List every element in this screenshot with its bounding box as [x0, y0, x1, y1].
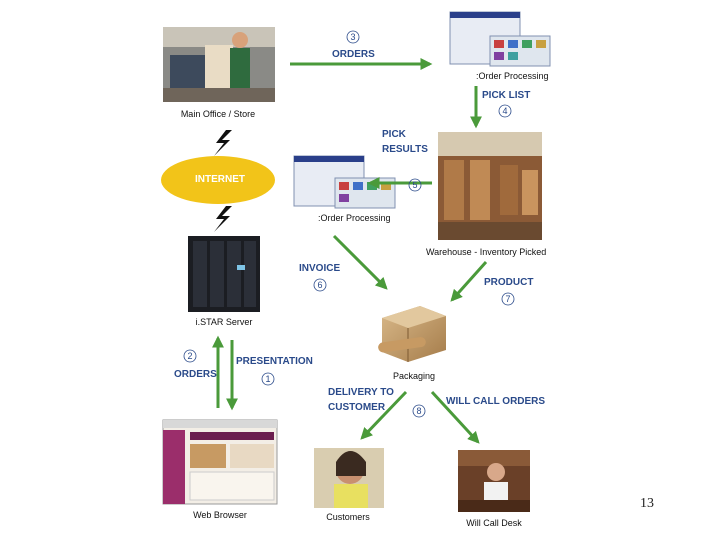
- order-processing-mid-label: :Order Processing: [318, 213, 391, 223]
- step-8-delivery: DELIVERY TO CUSTOMER 8: [328, 387, 426, 418]
- svg-text:8: 8: [416, 406, 421, 416]
- step-7-product: PRODUCT 7: [484, 277, 533, 306]
- svg-text:ORDERS: ORDERS: [174, 369, 217, 380]
- web-browser-label: Web Browser: [193, 510, 247, 520]
- page-number: 13: [640, 496, 654, 511]
- svg-text:6: 6: [317, 280, 322, 290]
- order-processing-screenshot-top: [449, 11, 551, 67]
- warehouse-photo: [438, 132, 542, 240]
- svg-text:WILL CALL ORDERS: WILL CALL ORDERS: [446, 396, 545, 407]
- packaging-label: Packaging: [393, 371, 435, 381]
- svg-text:PICK: PICK: [382, 129, 407, 140]
- lightning-icon: [214, 206, 232, 232]
- step-6-invoice: INVOICE 6: [299, 263, 340, 292]
- warehouse-label: Warehouse - Inventory Picked: [426, 247, 546, 257]
- svg-text:PRESENTATION: PRESENTATION: [236, 356, 313, 367]
- step-2-orders: 2 ORDERS: [174, 349, 217, 380]
- svg-text:5: 5: [412, 180, 417, 190]
- lightning-icon: [214, 130, 232, 156]
- main-office-photo: [163, 27, 275, 102]
- order-processing-top-label: :Order Processing: [476, 71, 549, 81]
- step-5-pick-results: PICK RESULTS 5: [382, 129, 428, 192]
- svg-text:PICK LIST: PICK LIST: [482, 90, 530, 101]
- svg-text:3: 3: [350, 32, 355, 42]
- web-browser-screenshot: [162, 419, 278, 505]
- svg-text:PRODUCT: PRODUCT: [484, 277, 533, 288]
- customers-label: Customers: [326, 512, 370, 522]
- arrow-will-call: [430, 390, 480, 444]
- will-call-desk-photo: [458, 450, 530, 512]
- flow-arrows: [212, 58, 488, 444]
- svg-text:DELIVERY TO: DELIVERY TO: [328, 387, 394, 398]
- main-office-label: Main Office / Store: [181, 109, 255, 119]
- internet-label: INTERNET: [195, 174, 245, 185]
- svg-text:INVOICE: INVOICE: [299, 263, 340, 274]
- svg-text:4: 4: [502, 106, 507, 116]
- svg-text:ORDERS: ORDERS: [332, 49, 375, 60]
- svg-text:RESULTS: RESULTS: [382, 144, 428, 155]
- svg-text:7: 7: [505, 294, 510, 304]
- will-call-orders: WILL CALL ORDERS: [446, 396, 545, 407]
- internet-cloud: [161, 156, 275, 204]
- arrow-delivery: [360, 390, 408, 440]
- server-photo: [188, 236, 260, 312]
- svg-text:2: 2: [187, 351, 192, 361]
- customers-photo: [314, 448, 384, 508]
- arrow-product: [450, 260, 488, 302]
- step-1-presentation: PRESENTATION 1: [236, 356, 313, 386]
- step-4-pick-list: PICK LIST 4: [482, 90, 530, 118]
- step-3-orders: 3 ORDERS: [332, 30, 375, 60]
- arrow-invoice: [332, 234, 388, 290]
- svg-text:1: 1: [265, 374, 270, 384]
- packaging-box-illustration: [378, 306, 446, 362]
- will-call-desk-label: Will Call Desk: [466, 518, 522, 528]
- server-label: i.STAR Server: [196, 317, 253, 327]
- svg-text:CUSTOMER: CUSTOMER: [328, 402, 386, 413]
